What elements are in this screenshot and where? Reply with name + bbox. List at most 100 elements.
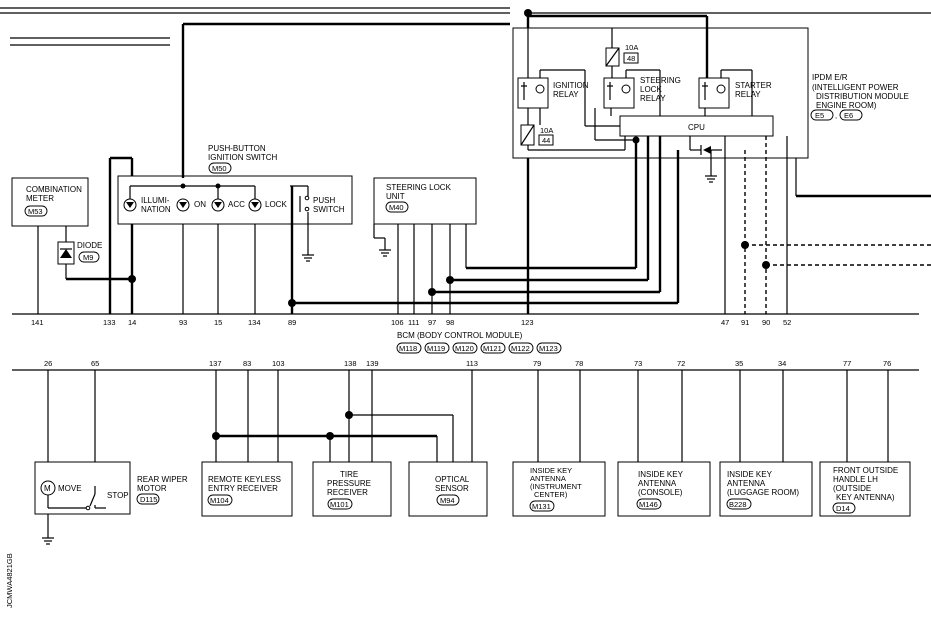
fuse-48-box (623, 52, 639, 64)
junction-dot (345, 411, 353, 419)
optical-connector (436, 494, 460, 506)
ipdm-connector-e6-label: E6 (844, 111, 853, 120)
pin-label: 83 (243, 359, 251, 368)
rear-wiper-label-1: REAR WIPER (137, 475, 188, 484)
combination-meter-label-2: METER (26, 194, 54, 203)
ignition-switch-box (117, 175, 353, 225)
diode-connector (78, 251, 100, 263)
pin-label: 137 (209, 359, 222, 368)
illumination-label-1: ILLUMI- (141, 196, 170, 205)
pin-label: 77 (843, 359, 851, 368)
acc-label: ACC (228, 200, 245, 209)
bcm-connector-m118-label: M118 (399, 344, 417, 353)
antenna-instrument-label-4: CENTER) (534, 490, 568, 499)
ipdm-connector-sep: , (835, 111, 837, 120)
illumination-label-2: NATION (141, 205, 171, 214)
fuse-48-number: 48 (627, 54, 635, 63)
junction-dot (128, 275, 136, 283)
bcm-connector-m120-label: M120 (455, 344, 474, 353)
tire-box (312, 461, 392, 517)
antenna-console-label-1: INSIDE KEY (638, 470, 684, 479)
pin-label: 113 (466, 359, 478, 368)
pin-label: 97 (428, 318, 436, 327)
antenna-luggage-connector (726, 498, 752, 510)
tire-pressure-receiver: TIRE PRESSURE RECEIVER M101 (312, 461, 392, 517)
push-switch-icon (299, 195, 310, 212)
junction-dot (632, 136, 640, 144)
ignition-relay-label-1: IGNITION (553, 81, 589, 90)
pin-label: 72 (677, 359, 685, 368)
ignition-switch-label-2: IGNITION SWITCH (208, 153, 278, 162)
rear-wiper-label-2: MOTOR (137, 484, 167, 493)
bcm-connector-m123-label: M123 (539, 344, 558, 353)
front-handle-connector-label: D14 (836, 504, 850, 513)
bcm-connector-m122-label: M122 (511, 344, 530, 353)
pin-label: 78 (575, 359, 583, 368)
push-switch-label-2: SWITCH (313, 205, 345, 214)
fuse-44-number: 44 (542, 136, 550, 145)
pin-label: 52 (783, 318, 791, 327)
rear-wiper-connector (136, 493, 160, 505)
bcm-connector-m119 (424, 342, 450, 354)
antenna-luggage-label-2: ANTENNA (727, 479, 766, 488)
antenna-instrument-connector (529, 500, 555, 512)
rear-wiper-motor: M MOVE STOP REAR WIPER MOTOR D115 (34, 461, 188, 545)
lock-led-icon (248, 198, 262, 212)
steering-lock-label-2: UNIT (386, 192, 405, 201)
keyless-label-1: REMOTE KEYLESS (208, 475, 281, 484)
ipdm-diode-icon (690, 145, 722, 183)
ipdm-connector-e5 (810, 109, 834, 121)
antenna-console-connector-label: M146 (639, 500, 658, 509)
bcm-connector-m119-label: M119 (427, 344, 445, 353)
keyless-label-2: ENTRY RECEIVER (208, 484, 278, 493)
pin-label: 98 (446, 318, 454, 327)
bcm-connector-m120 (452, 342, 478, 354)
keyless-connector-label: M104 (210, 496, 229, 505)
steering-lock-connector-label: M40 (389, 203, 404, 212)
steering-lock-box (373, 177, 477, 225)
ipdm-connector-e5-label: E5 (815, 111, 824, 120)
on-led-icon (176, 198, 190, 212)
stop-switch-icon (89, 493, 96, 507)
bcm-connector-m118 (396, 342, 422, 354)
antenna-instrument-label-3: (INSTRUMENT (530, 482, 582, 491)
front-handle-label-1: FRONT OUTSIDE (833, 466, 898, 475)
antenna-console-label-3: (CONSOLE) (638, 488, 683, 497)
tire-label-2: PRESSURE (327, 479, 371, 488)
combination-meter-box (11, 177, 89, 227)
ignition-relay-icon (517, 77, 549, 109)
diode-label: DIODE (77, 241, 102, 250)
front-handle-connector (832, 502, 856, 514)
ipdm-label-2: (INTELLIGENT POWER (812, 83, 899, 92)
rear-wiper-connector-label: D115 (140, 495, 157, 504)
lower-wires (47, 370, 889, 462)
junction-dot (446, 276, 454, 284)
antenna-luggage-label-3: (LUGGAGE ROOM) (727, 488, 799, 497)
ignition-switch-connector-label: M50 (212, 164, 227, 173)
pin-label: 91 (741, 318, 749, 327)
antenna-console-box (617, 461, 711, 517)
optical-connector-label: M94 (440, 496, 455, 505)
steering-lock-relay-label-3: RELAY (640, 94, 666, 103)
diagram-id: JCMWA4821GB (5, 553, 14, 608)
on-label: ON (194, 200, 206, 209)
steering-lock-relay-label-2: LOCK (640, 85, 662, 94)
ipdm-label-3: DISTRIBUTION MODULE (816, 92, 909, 101)
junction-dot (428, 288, 436, 296)
keyless-connector (207, 494, 233, 506)
ignition-relay-label-2: RELAY (553, 90, 579, 99)
bcm-title: BCM (BODY CONTROL MODULE) (397, 331, 523, 340)
cpu-label: CPU (688, 123, 705, 132)
pin-label: 123 (521, 318, 534, 327)
starter-relay-label-2: RELAY (735, 90, 761, 99)
bcm-module: BCM (BODY CONTROL MODULE) M118 M119 M120… (12, 313, 919, 371)
tire-connector (327, 498, 353, 510)
antenna-console-label-2: ANTENNA (638, 479, 677, 488)
optical-box (408, 461, 488, 517)
steering-lock-label-1: STEERING LOCK (386, 183, 452, 192)
pin-label: 73 (634, 359, 642, 368)
top-bus (0, 7, 931, 198)
tire-label-3: RECEIVER (327, 488, 368, 497)
ignition-switch-label-1: PUSH-BUTTON (208, 144, 266, 153)
front-outside-handle: FRONT OUTSIDE HANDLE LH (OUTSIDE KEY ANT… (819, 461, 911, 517)
